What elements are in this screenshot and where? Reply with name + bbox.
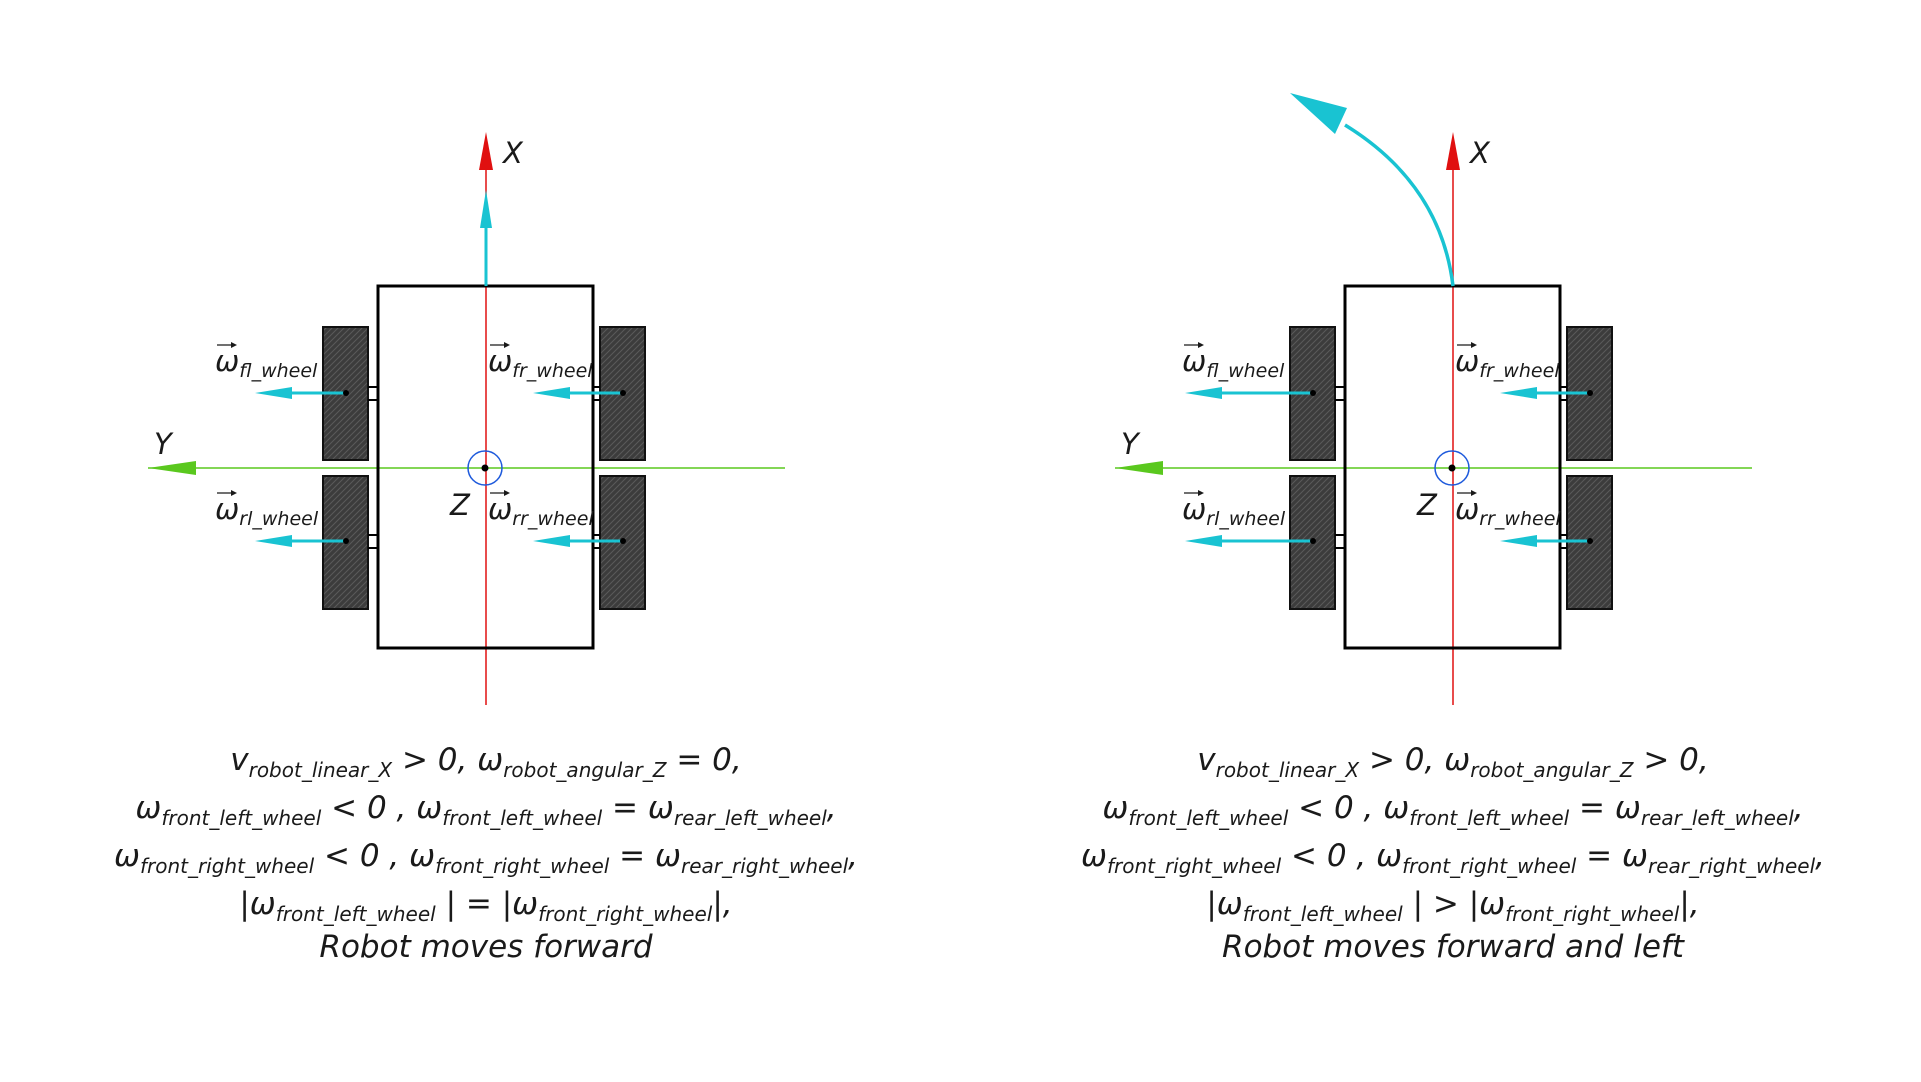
linear-velocity-arrowhead-icon xyxy=(480,190,492,228)
wheel-centers xyxy=(1310,390,1593,544)
rotation-arrow-icon xyxy=(1344,123,1455,287)
label-fr: ωfr_wheel xyxy=(488,342,593,382)
diagram-forward: Y X xyxy=(114,132,858,965)
label-rr: ωrr_wheel xyxy=(1455,490,1561,530)
axles xyxy=(1335,386,1567,549)
eq-line-3: ωfront_right_wheel < 0 , ωfront_right_wh… xyxy=(114,838,858,878)
label-rl: ωrl_wheel xyxy=(1182,490,1286,530)
eq-line-1: vrobot_linear_X > 0, ωrobot_angular_Z = … xyxy=(230,742,742,782)
z-axis-label: Z xyxy=(1416,488,1438,522)
equations-forward-left: vrobot_linear_X > 0, ωrobot_angular_Z > … xyxy=(1081,742,1825,965)
wheel-centers xyxy=(343,390,626,544)
z-axis-dot xyxy=(1448,464,1456,472)
svg-text:ωrr_wheel: ωrr_wheel xyxy=(1455,492,1561,530)
label-rl: ωrl_wheel xyxy=(215,490,319,530)
label-fl: ωfl_wheel xyxy=(1182,342,1285,382)
eq-line-3: ωfront_right_wheel < 0 , ωfront_right_wh… xyxy=(1081,838,1825,878)
svg-text:ωfl_wheel: ωfl_wheel xyxy=(215,344,318,382)
svg-text:ωrl_wheel: ωrl_wheel xyxy=(1182,492,1286,530)
wheel-vectors xyxy=(255,387,623,547)
eq-line-1: vrobot_linear_X > 0, ωrobot_angular_Z > … xyxy=(1197,742,1709,782)
x-axis-label: X xyxy=(1468,136,1491,170)
x-axis-arrow-icon xyxy=(1446,132,1460,170)
axles xyxy=(368,386,600,549)
y-axis-label: Y xyxy=(154,427,174,461)
svg-text:ωrl_wheel: ωrl_wheel xyxy=(215,492,319,530)
svg-text:ωrr_wheel: ωrr_wheel xyxy=(488,492,594,530)
label-rr: ωrr_wheel xyxy=(488,490,594,530)
label-fl: ωfl_wheel xyxy=(215,342,318,382)
eq-line-4: |ωfront_left_wheel | > |ωfront_right_whe… xyxy=(1206,886,1699,926)
eq-line-2: ωfront_left_wheel < 0 , ωfront_left_whee… xyxy=(1102,790,1803,830)
y-axis-arrow-icon xyxy=(1115,461,1163,475)
x-axis-label: X xyxy=(501,136,524,170)
x-axis-arrow-icon xyxy=(479,132,493,170)
label-fr: ωfr_wheel xyxy=(1455,342,1560,382)
svg-text:ωfr_wheel: ωfr_wheel xyxy=(1455,344,1560,382)
z-axis-dot xyxy=(481,464,489,472)
wheel-vectors xyxy=(1185,387,1590,547)
diagram-forward-left: Y X xyxy=(1081,93,1825,965)
z-axis-circle xyxy=(467,450,503,486)
eq-line-4: |ωfront_left_wheel | = |ωfront_right_whe… xyxy=(239,886,732,926)
eq-line-2: ωfront_left_wheel < 0 , ωfront_left_whee… xyxy=(135,790,836,830)
y-axis-arrow-icon xyxy=(148,461,196,475)
z-axis-circle xyxy=(1434,450,1470,486)
caption-forward-left: Robot moves forward and left xyxy=(1222,929,1686,965)
svg-text:ωfl_wheel: ωfl_wheel xyxy=(1182,344,1285,382)
equations-forward: vrobot_linear_X > 0, ωrobot_angular_Z = … xyxy=(114,742,858,965)
y-axis-label: Y xyxy=(1121,427,1141,461)
z-axis-label: Z xyxy=(449,488,471,522)
caption-forward: Robot moves forward xyxy=(319,929,652,965)
rotation-arrowhead-icon xyxy=(1290,93,1347,134)
svg-text:ωfr_wheel: ωfr_wheel xyxy=(488,344,593,382)
